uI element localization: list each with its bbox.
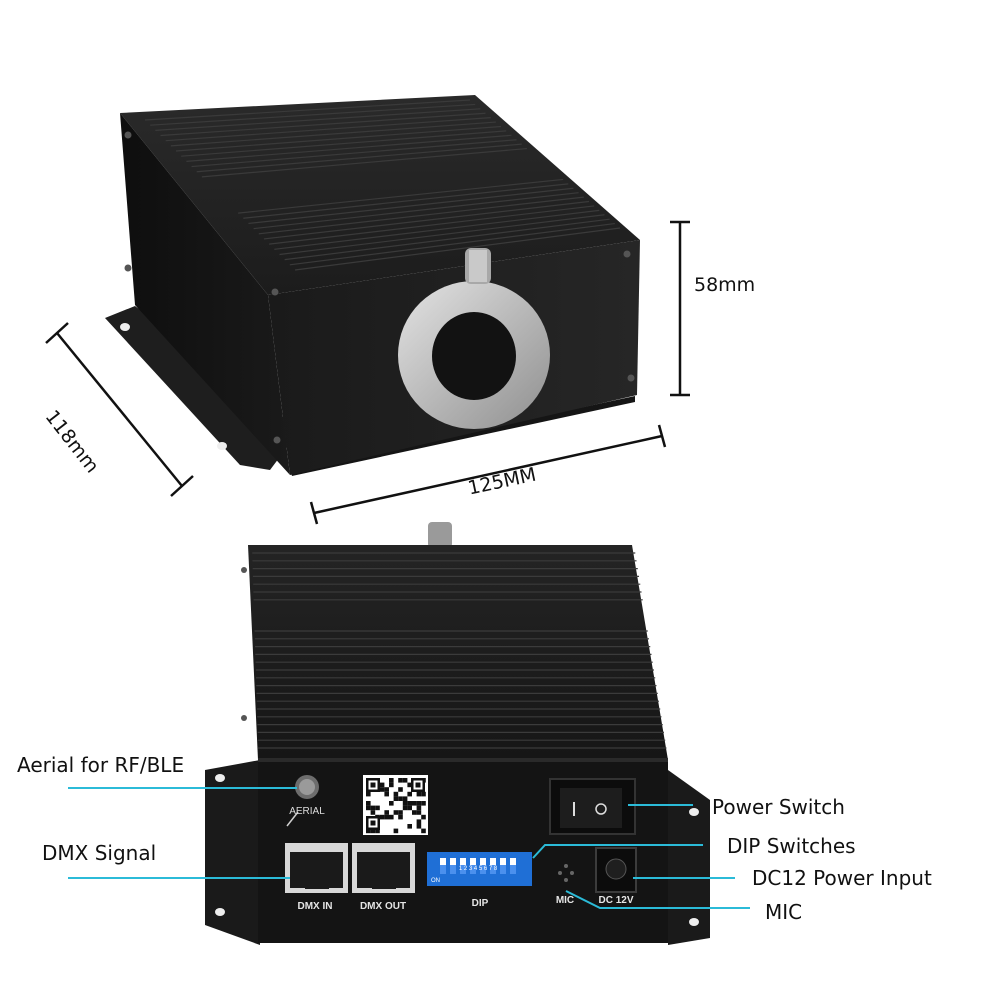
panel-label-dc: DC 12V [598, 895, 633, 906]
panel-label-dip-on: ON [431, 878, 440, 884]
panel-label-dmx-in: DMX IN [298, 901, 333, 912]
panel-label-aerial: AERIAL [289, 806, 325, 817]
panel-label-mic: MIC [556, 895, 574, 906]
fiber-port-hole [432, 312, 516, 400]
panel-label-dip: DIP [472, 898, 489, 909]
bottom-device [205, 522, 710, 945]
panel-label-dip-numbers: 1 2 3 4 5 6 7 8 [459, 866, 498, 872]
callout-aerial: Aerial for RF/BLE [17, 753, 185, 777]
top-device [105, 95, 640, 476]
device-side-face [120, 113, 290, 475]
panel-label-dmx-out: DMX OUT [360, 901, 406, 912]
left-flange [205, 760, 260, 945]
callout-mic: MIC [765, 900, 803, 924]
callout-dc-power: DC12 Power Input [752, 866, 932, 890]
callout-dip-switches: DIP Switches [727, 834, 856, 858]
callout-power-switch: Power Switch [712, 795, 845, 819]
callout-dmx-signal: DMX Signal [42, 841, 157, 865]
right-flange [668, 770, 710, 945]
dimension-lines [45, 220, 690, 525]
dimension-height-label: 58mm [694, 274, 756, 296]
callout-lines [68, 787, 750, 909]
